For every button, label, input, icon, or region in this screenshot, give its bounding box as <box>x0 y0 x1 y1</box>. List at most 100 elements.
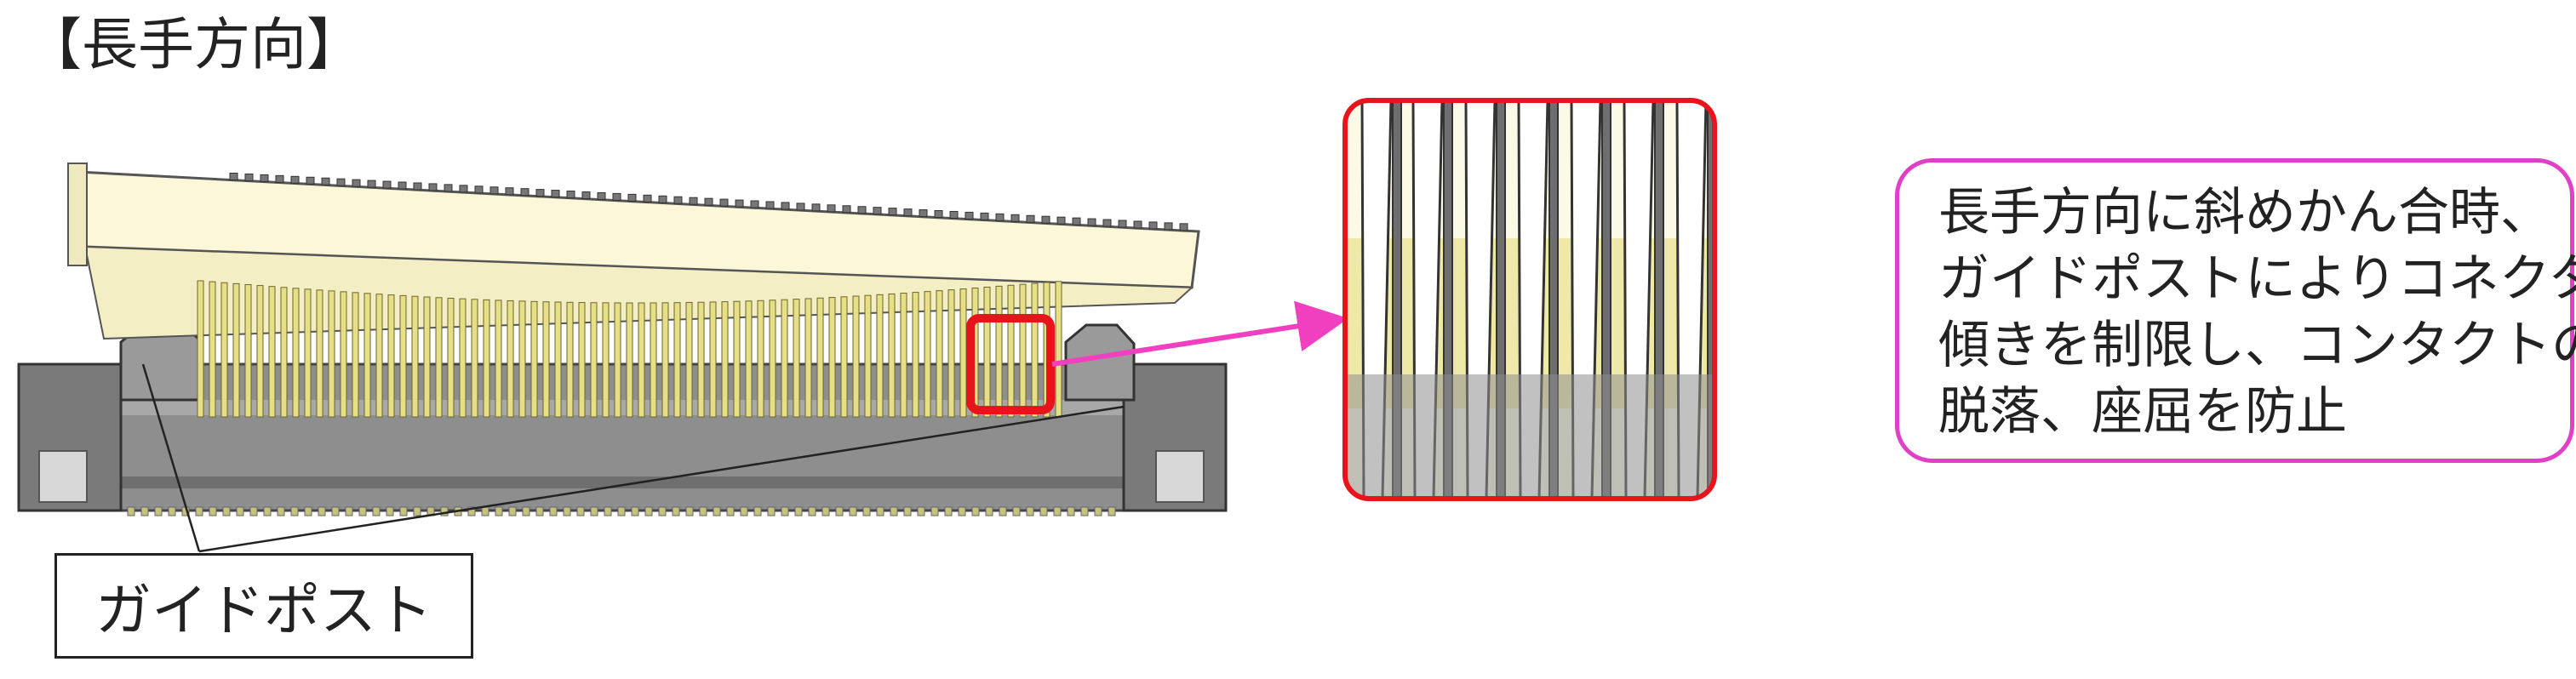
guide-post-right <box>1064 323 1136 402</box>
solder-tail <box>1039 506 1048 516</box>
solder-tail <box>958 506 966 516</box>
plug-pin <box>581 191 591 199</box>
solder-tail <box>672 506 680 516</box>
zoom-contact-shadow <box>1601 100 1611 499</box>
plug-pin <box>489 186 499 195</box>
contact <box>947 289 955 418</box>
plug-pin <box>658 195 667 203</box>
note-line-3: 傾きを制限し、コンタクトの <box>1938 316 2576 375</box>
plug-pin <box>1041 215 1050 224</box>
plug-pin <box>903 208 913 217</box>
contact <box>280 287 288 418</box>
plug-pin <box>444 184 453 192</box>
solder-tail <box>154 506 163 516</box>
zoom-contact-shadow <box>1443 100 1453 499</box>
solder-tail <box>467 506 476 516</box>
plug-pin <box>857 206 867 214</box>
solder-tail <box>440 506 449 516</box>
contact <box>197 280 204 418</box>
contact <box>435 297 443 418</box>
solder-tail <box>168 506 176 516</box>
contact <box>828 297 836 418</box>
plug-pin <box>382 180 392 189</box>
solder-tail <box>1026 506 1034 516</box>
plug-pin <box>1148 221 1158 230</box>
solder-tail <box>1108 506 1116 516</box>
contact <box>936 290 943 418</box>
solder-tail <box>549 506 558 516</box>
solder-tail <box>590 506 598 516</box>
solder-tail <box>331 506 340 516</box>
zoom-frame <box>1342 98 1717 501</box>
contact <box>912 292 919 418</box>
contact <box>209 281 216 418</box>
plug-top-pins <box>229 172 1188 231</box>
contact <box>1031 282 1039 418</box>
contact <box>328 290 335 418</box>
plug-pin <box>719 198 729 207</box>
solder-tail <box>495 506 503 516</box>
plug-pin <box>689 197 698 205</box>
contact <box>673 302 681 418</box>
contact <box>554 301 562 418</box>
plug-pin <box>520 188 530 197</box>
contact <box>1007 284 1015 418</box>
solder-tail <box>535 506 544 516</box>
arrow-right-icon <box>1051 300 1348 367</box>
note-callout: 長手方向に斜めかん合時、 ガイドポストによりコネクタの 傾きを制限し、コンタクト… <box>1895 158 2576 463</box>
solder-tail <box>930 506 939 516</box>
contact <box>304 288 312 418</box>
contact <box>364 293 371 418</box>
contact <box>1019 283 1027 418</box>
solder-tail <box>617 506 626 516</box>
solder-tail <box>685 506 694 516</box>
solder-tail <box>140 506 149 516</box>
contact <box>876 294 884 418</box>
solder-tail <box>767 506 776 516</box>
contact <box>1055 281 1062 418</box>
zoom-contact-shadow <box>1707 100 1714 499</box>
contact <box>471 299 478 418</box>
plug-pin <box>811 203 821 212</box>
contact <box>804 298 812 418</box>
solder-tail <box>1012 506 1021 516</box>
contact <box>697 301 705 418</box>
plug-pin <box>275 174 284 183</box>
solder-tail <box>236 506 244 516</box>
contact <box>352 292 359 418</box>
contact <box>781 299 788 418</box>
solder-tail <box>563 506 571 516</box>
contact <box>864 294 872 418</box>
plug-pin <box>459 185 468 193</box>
contact <box>220 282 228 418</box>
contact <box>507 300 514 418</box>
contact <box>268 286 276 418</box>
contact <box>459 298 467 418</box>
contact <box>650 302 657 418</box>
contact <box>483 299 490 418</box>
contact <box>518 300 526 418</box>
solder-tail <box>413 506 421 516</box>
solder-tail <box>358 506 367 516</box>
contact <box>757 300 764 418</box>
contact <box>447 297 455 418</box>
plug-pin <box>505 187 514 196</box>
contact <box>733 300 741 418</box>
solder-tail <box>195 506 203 516</box>
plug-pin <box>306 176 315 185</box>
contact <box>959 288 967 418</box>
plug-pin <box>290 175 300 184</box>
solder-tail <box>222 506 231 516</box>
contact <box>590 302 598 418</box>
solder-tail <box>753 506 762 516</box>
solder-tail <box>290 506 299 516</box>
guide-post-label: ガイドポスト <box>95 578 432 643</box>
contact <box>232 282 240 418</box>
plug-pin <box>704 197 713 206</box>
contact <box>387 294 395 418</box>
plug-pin <box>321 177 330 185</box>
plug-pin <box>597 191 606 200</box>
plug-pin <box>919 209 928 218</box>
plug-pin <box>888 208 897 216</box>
contact <box>244 283 252 418</box>
